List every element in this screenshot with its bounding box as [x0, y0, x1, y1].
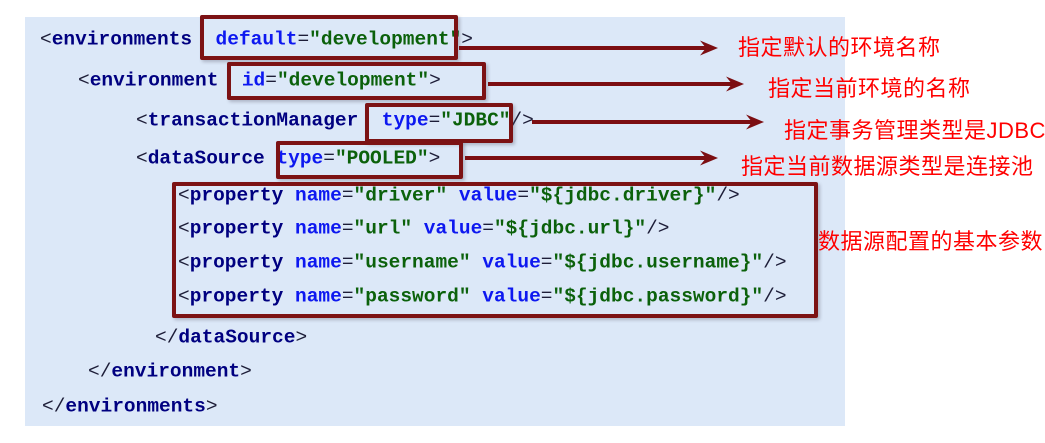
code-token-val: "url"	[353, 217, 413, 240]
code-token-val: "development"	[309, 28, 462, 51]
code-token-br: =	[341, 285, 354, 308]
annotation-text: 指定当前数据源类型是连接池	[741, 153, 1034, 179]
code-token-tag: dataSource	[147, 147, 265, 170]
code-token-br: =	[341, 217, 354, 240]
code-token-br: <	[178, 285, 190, 308]
code-token-tag: property	[189, 251, 284, 274]
highlight-box-transaction-type	[365, 103, 513, 143]
highlight-box-default-attribute	[200, 15, 458, 60]
code-token-attr: name	[295, 251, 342, 274]
code-token-br: =	[482, 217, 494, 240]
code-token-br: <	[178, 217, 190, 240]
annotation-text: 指定当前环境的名称	[768, 75, 971, 101]
code-token-br: =	[341, 184, 354, 207]
code-token-br: />	[763, 285, 787, 308]
annotation-text: 数据源配置的基本参数	[818, 228, 1044, 254]
code-token-attr: type	[276, 147, 324, 170]
code-token-br: </	[42, 395, 66, 418]
code-token-attr: id	[241, 69, 266, 92]
annotation-text: 指定事务管理类型是JDBC	[784, 117, 1045, 143]
code-token-br: =	[341, 251, 354, 274]
code-token-tag: environments	[51, 28, 193, 51]
code-token-attr: name	[295, 285, 342, 308]
code-token-br: />	[646, 217, 670, 240]
code-token-br: >	[205, 395, 218, 418]
code-token-br: >	[295, 326, 308, 349]
code-token-tag: dataSource	[178, 326, 296, 349]
code-line: </environments>	[42, 397, 218, 417]
code-token-br: <	[78, 69, 90, 92]
code-token-br: =	[297, 28, 310, 51]
code-token-br: =	[540, 285, 553, 308]
code-token-val: "${jdbc.username}"	[552, 251, 764, 274]
code-token-val: "development"	[276, 69, 430, 92]
code-token-br: >	[240, 360, 252, 383]
code-line: <property name="url" value="${jdbc.url}"…	[178, 219, 670, 239]
code-token-val: "driver"	[353, 184, 448, 207]
code-token-tag: environment	[89, 69, 219, 92]
code-token-attr: type	[381, 109, 429, 132]
code-token-br: =	[428, 109, 441, 132]
code-token-tag: environments	[65, 395, 206, 418]
code-token-br	[265, 147, 277, 169]
code-line: <environment id="development">	[78, 71, 441, 91]
code-line: <transactionManager type="JDBC"/>	[136, 111, 534, 131]
code-token-val: "${jdbc.url}"	[493, 217, 647, 240]
code-token-br: =	[265, 69, 277, 92]
code-token-tag: environment	[111, 360, 241, 383]
code-token-br: =	[540, 251, 553, 274]
code-token-br: >	[461, 28, 473, 51]
code-token-tag: property	[189, 184, 284, 207]
code-token-br: />	[510, 109, 534, 132]
code-line: <property name="driver" value="${jdbc.dr…	[178, 186, 740, 206]
code-token-br: >	[428, 147, 441, 170]
code-token-br: <	[178, 184, 190, 207]
highlight-box-datasource-type	[276, 141, 463, 179]
code-token-attr: name	[295, 217, 342, 240]
code-token-val: "JDBC"	[440, 109, 511, 132]
code-line: <environments default="development">	[40, 30, 473, 50]
code-token-val: "POOLED"	[334, 147, 429, 170]
code-token-val: "username"	[353, 251, 471, 274]
code-token-br: />	[716, 184, 740, 207]
code-token-br: <	[136, 147, 148, 170]
code-token-attr: value	[482, 285, 541, 308]
code-token-br: <	[136, 109, 148, 132]
highlight-box-property-block	[172, 182, 818, 318]
code-token-val: "${jdbc.password}"	[552, 285, 764, 308]
code-token-tag: property	[189, 217, 284, 240]
highlight-box-id-attribute	[227, 62, 486, 100]
code-token-attr: default	[215, 28, 298, 51]
code-token-attr: value	[458, 184, 518, 207]
code-token-br: <	[178, 251, 190, 274]
code-token-br: >	[429, 69, 441, 92]
code-token-br: <	[40, 28, 52, 51]
code-token-tag: transactionManager	[147, 109, 359, 132]
code-token-br: </	[88, 360, 112, 383]
code-line: </environment>	[88, 362, 252, 382]
code-token-val: "${jdbc.driver}"	[529, 184, 717, 207]
code-line: </dataSource>	[155, 328, 307, 348]
code-line: <property name="password" value="${jdbc.…	[178, 287, 787, 307]
code-token-val: "password"	[353, 285, 471, 308]
code-token-br: =	[517, 184, 530, 207]
code-token-br: =	[323, 147, 335, 170]
code-line: <property name="username" value="${jdbc.…	[178, 253, 787, 273]
annotation-text: 指定默认的环境名称	[738, 34, 941, 60]
code-token-attr: value	[423, 217, 483, 240]
code-token-br: />	[763, 251, 787, 274]
code-line: <dataSource type="POOLED">	[136, 149, 440, 169]
code-token-attr: value	[482, 251, 541, 274]
code-token-attr: name	[295, 184, 342, 207]
code-token-tag: property	[189, 285, 284, 308]
code-token-br: </	[155, 326, 179, 349]
